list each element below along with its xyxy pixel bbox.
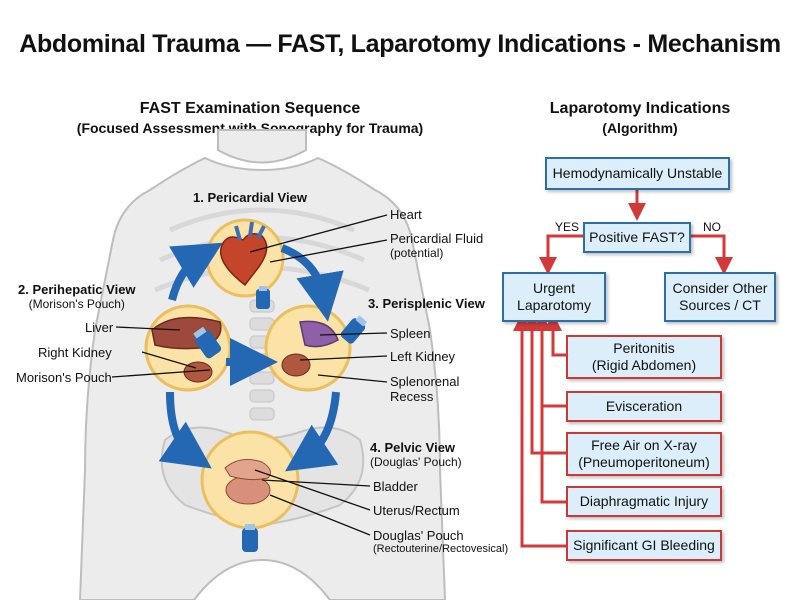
indication-diaphragmatic-line1: Diaphragmatic Injury <box>579 493 709 510</box>
splenorenal-line1: Splenorenal <box>390 374 460 389</box>
pericardial-fluid-label: Pericardial Fluid (potential) <box>390 231 483 260</box>
consider-other-line1: Consider Other <box>672 280 768 297</box>
fast-heading-subtitle: (Focused Assessment with Sonography for … <box>76 120 424 136</box>
fast-heading-title: FAST Examination Sequence <box>139 100 361 117</box>
pelvic-view-title: 4. Pelvic View <box>370 440 456 455</box>
positive-fast-box: Positive FAST? <box>583 222 691 253</box>
douglas-pouch-note: (Rectouterine/Rectovesical) <box>373 543 509 555</box>
consider-other-line2: Sources / CT <box>679 297 761 313</box>
uterus-icon <box>224 459 271 481</box>
leader-lines <box>111 214 388 536</box>
arrow-perihepatic-to-pericardial <box>168 242 223 302</box>
hemodynamically-unstable-box: Hemodynamically Unstable <box>545 157 730 190</box>
neck <box>217 129 307 164</box>
indication-peritonitis-line2: (Rigid Abdomen) <box>591 357 697 373</box>
heart-vessels <box>234 221 266 241</box>
arrow-pericardial-to-perisplenic <box>280 244 344 322</box>
probe-perihepatic-icon <box>193 326 222 359</box>
indication-gi-bleeding-line1: Significant GI Bleeding <box>573 537 715 554</box>
indication-diaphragmatic: Diaphragmatic Injury <box>566 486 722 517</box>
perihepatic-view-note: (Morison's Pouch) <box>28 297 125 311</box>
heart-label: Heart <box>390 207 422 222</box>
positive-fast-text: Positive FAST? <box>589 229 685 246</box>
urgent-laparotomy-line1: Urgent <box>532 280 576 297</box>
hemodynamically-unstable-text: Hemodynamically Unstable <box>552 165 723 182</box>
fast-heading: FAST Examination Sequence (Focused Asses… <box>40 100 460 136</box>
pericardial-fluid-note: (potential) <box>390 246 444 260</box>
indication-peritonitis: Peritonitis (Rigid Abdomen) <box>566 335 722 379</box>
algo-heading: Laparotomy Indications (Algorithm) <box>520 100 760 136</box>
probe-pericardial-icon <box>256 286 270 309</box>
arrow-perisplenic-to-pelvic <box>285 391 340 472</box>
pericardial-fluid-title: Pericardial Fluid <box>390 231 484 246</box>
indication-gi-bleeding: Significant GI Bleeding <box>566 530 722 561</box>
arrow-perihepatic-to-pelvic <box>158 391 212 469</box>
urgent-laparotomy-line2: Laparotomy <box>517 297 591 313</box>
douglas-pouch-label: Douglas' Pouch (Rectouterine/Rectovesica… <box>373 528 508 555</box>
perisplenic-view-label: 3. Perisplenic View <box>368 296 485 311</box>
pelvic-view-note: (Douglas' Pouch) <box>370 455 462 469</box>
indication-free-air-line1: Free Air on X-ray <box>591 437 697 454</box>
perihepatic-view-title: 2. Perihepatic View <box>18 282 136 297</box>
yes-label: YES <box>555 220 580 234</box>
uterus-rectum-label: Uterus/Rectum <box>373 503 460 518</box>
indication-peritonitis-line1: Peritonitis <box>613 340 675 357</box>
no-label: NO <box>703 220 721 234</box>
pericardial-view-label: 1. Pericardial View <box>193 190 307 205</box>
indication-free-air: Free Air on X-ray (Pneumoperitoneum) <box>566 432 722 476</box>
right-kidney-label: Right Kidney <box>38 345 112 360</box>
probe-pelvic-icon <box>242 524 258 552</box>
urgent-laparotomy-box: Urgent Laparotomy <box>502 272 606 322</box>
splenorenal-label: Splenorenal Recess <box>390 374 459 404</box>
bladder-label: Bladder <box>373 479 418 494</box>
liver-label: Liver <box>85 320 114 335</box>
consider-other-box: Consider Other Sources / CT <box>664 272 776 322</box>
page-title: Abdominal Trauma — FAST, Laparotomy Indi… <box>19 30 781 58</box>
probe-perisplenic-icon <box>340 315 368 344</box>
perihepatic-view-label: 2. Perihepatic View (Morison's Pouch) <box>18 282 136 311</box>
splenorenal-line2: Recess <box>390 389 434 404</box>
algo-heading-subtitle: (Algorithm) <box>602 120 678 136</box>
indication-free-air-line2: (Pneumoperitoneum) <box>578 454 710 470</box>
indication-evisceration-line1: Evisceration <box>605 398 683 415</box>
algo-heading-title: Laparotomy Indications <box>549 100 731 117</box>
left-kidney-label: Left Kidney <box>390 349 456 364</box>
pelvic-view-label: 4. Pelvic View (Douglas' Pouch) <box>370 440 462 469</box>
left-kidney-icon <box>281 353 311 377</box>
spleen-icon <box>299 320 339 348</box>
morisons-pouch-label: Morison's Pouch <box>16 370 112 385</box>
indication-evisceration: Evisceration <box>566 391 722 422</box>
douglas-pouch-title: Douglas' Pouch <box>373 528 464 543</box>
spleen-label: Spleen <box>390 326 431 341</box>
algo-connectors <box>513 190 733 548</box>
